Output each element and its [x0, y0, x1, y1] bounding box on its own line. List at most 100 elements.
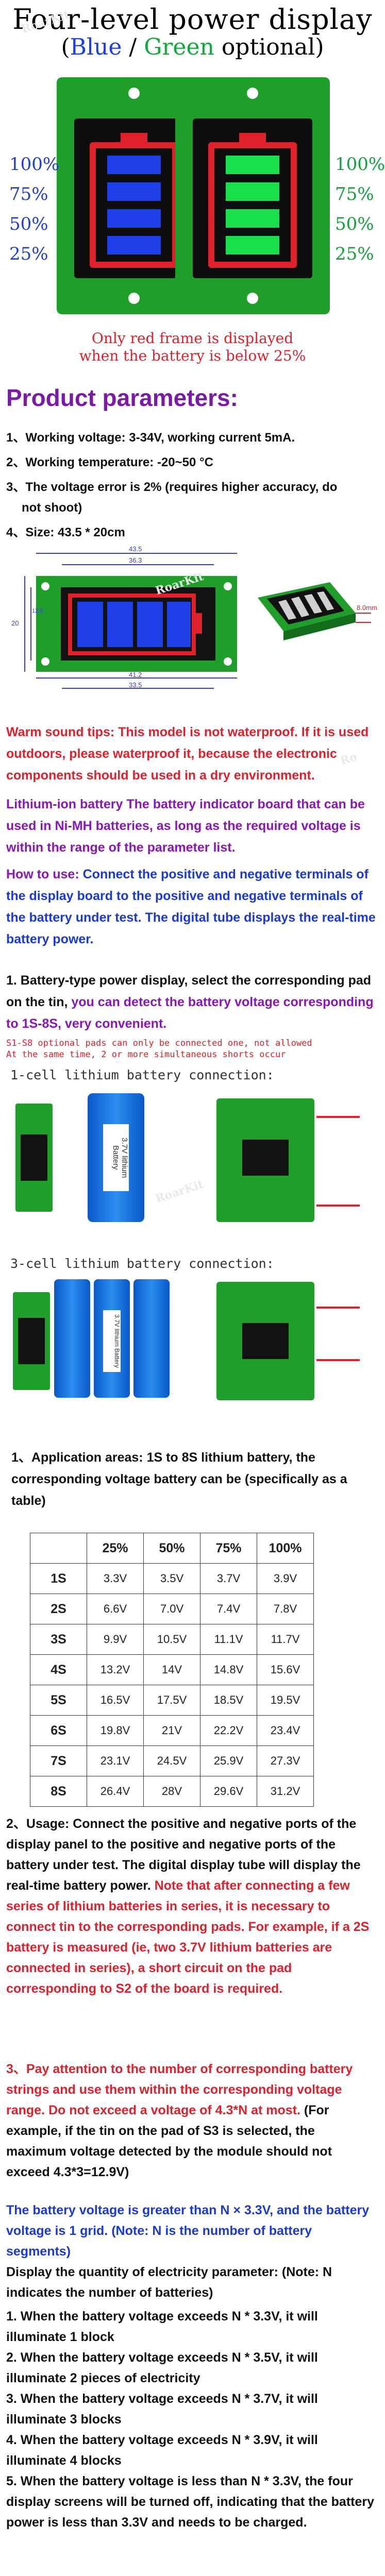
table-row: 8S 26.4V 28V 29.6V 31.2V [30, 1776, 314, 1807]
level-label: 25% [335, 244, 374, 264]
dim-top-outer: 43.5 [129, 545, 142, 553]
board-back [216, 1282, 314, 1400]
dim-left-inner: 12.5 [32, 608, 43, 614]
section1-highlight: you can detect the battery voltage corre… [6, 995, 374, 1031]
dim-top-inner: 36.3 [129, 556, 142, 564]
table-cell: 2S [30, 1594, 87, 1624]
pad-warning-note: S1-S8 optional pads can only be connecte… [6, 1038, 312, 1060]
table-header-cell [30, 1533, 87, 1564]
table-row: 2S 6.6V 7.0V 7.4V 7.8V [30, 1594, 314, 1624]
param-item: 4、Size: 43.5 * 20cm [6, 526, 125, 539]
mount-hole [247, 293, 258, 304]
voltage-table: 25% 50% 75% 100% 1S 3.3V 3.5V 3.7V 3.9V … [30, 1533, 314, 1807]
table-cell: 14V [143, 1654, 200, 1685]
photo-3cell: 3.7V lithium Battery [10, 1277, 371, 1405]
dim-bottom-inner: 33.5 [129, 681, 142, 689]
table-cell: 8S [30, 1776, 87, 1807]
howto-tip: How to use: Connect the positive and neg… [6, 863, 378, 950]
table-cell: 25.9V [200, 1745, 257, 1776]
applications-text: 1、Application areas: 1S to 8S lithium ba… [11, 1450, 347, 1508]
usage-p2: 3、Pay attention to the number of corresp… [6, 2059, 378, 2182]
table-cell: 13.2V [87, 1654, 144, 1685]
usage-p1: 2、Usage: Connect the positive and negati… [6, 1814, 378, 1999]
level-labels-left: 100% 75% 50% 25% [9, 149, 59, 269]
table-cell: 28V [143, 1776, 200, 1807]
level-labels-right: 100% 75% 50% 25% [335, 149, 385, 269]
table-cell: 7.4V [200, 1594, 257, 1624]
section1-lead-text: 1. Battery-type power display, select th… [6, 973, 372, 1009]
list-item: 5. When the battery voltage is less than… [6, 2474, 375, 2530]
lithium-lead: Lithium-ion battery [6, 797, 123, 811]
table-cell: 15.6V [257, 1654, 314, 1685]
note-line: when the battery is below 25% [79, 347, 306, 364]
level-bar-50 [107, 209, 161, 228]
table-cell: 3.9V [257, 1563, 314, 1594]
table-cell: 23.4V [257, 1715, 314, 1746]
arrow-icon [316, 1307, 360, 1309]
table-cell: 7S [30, 1745, 87, 1776]
subtitle-blue: Blue [70, 34, 122, 60]
list-item: 3. When the battery voltage exceeds N * … [6, 2392, 318, 2427]
param-item: not shoot) [22, 501, 82, 515]
battery-cell: 3.7V lithium Battery [88, 1093, 144, 1222]
section1-lead: 1. Battery-type power display, select th… [6, 970, 378, 1035]
mount-hole [128, 88, 140, 99]
howto-lead: How to use: [6, 867, 79, 882]
dim-bottom-outer: 41.2 [129, 671, 142, 679]
battery-cap [239, 133, 266, 142]
caption-3cell: 3-cell lithium battery connection: [10, 1256, 274, 1271]
table-header-cell: 75% [200, 1533, 257, 1564]
level-label: 100% [335, 154, 385, 175]
table-cell: 16.5V [87, 1685, 144, 1716]
param-item: 3、The voltage error is 2% (requires high… [6, 480, 338, 494]
battery-label: 3.7V lithium Battery [103, 1124, 129, 1191]
howto-rest: Connect the positive and negative termin… [6, 867, 376, 946]
level-label: 75% [9, 184, 48, 205]
level-bar-25 [226, 236, 279, 255]
dimension-drawing: 43.5 36.3 41.2 33.5 20 12.5 8.0mm [0, 536, 385, 696]
table-cell: 18.5V [200, 1685, 257, 1716]
battery-red-frame [208, 142, 297, 268]
table-cell: 14.8V [200, 1654, 257, 1685]
level-label: 25% [9, 244, 48, 264]
table-cell: 17.5V [143, 1685, 200, 1716]
level-bar-100 [107, 156, 161, 174]
table-header-cell: 50% [143, 1533, 200, 1564]
battery-red-frame [90, 142, 178, 268]
green-display-module [175, 77, 330, 314]
table-cell: 29.6V [200, 1776, 257, 1807]
note-line: At the same time, 2 or more simultaneous… [6, 1049, 286, 1060]
level-bar-25 [107, 236, 161, 255]
dim-side-depth: 8.0mm [357, 604, 377, 612]
table-header-cell: 100% [257, 1533, 314, 1564]
table-cell: 19.8V [87, 1715, 144, 1746]
usage-p2-example: (For example, if the tin on the pad of S… [6, 2103, 332, 2179]
subtitle-green: Green [144, 34, 214, 60]
table-header-row: 25% 50% 75% 100% [30, 1533, 314, 1564]
level-label: 100% [9, 154, 60, 175]
board-front [13, 1292, 50, 1390]
table-cell: 1S [30, 1563, 87, 1594]
table-row: 4S 13.2V 14V 14.8V 15.6V [30, 1654, 314, 1685]
red-frame-note: Only red frame is displayed when the bat… [0, 330, 385, 365]
table-cell: 26.4V [87, 1776, 144, 1807]
table-cell: 10.5V [143, 1624, 200, 1655]
lithium-tip: Lithium-ion battery The battery indicato… [6, 793, 378, 858]
battery-cell [54, 1279, 90, 1398]
board-back [216, 1098, 314, 1222]
table-cell: 23.1V [87, 1745, 144, 1776]
level-bar-50 [226, 209, 279, 228]
warm-tip: Warm sound tips: This model is not water… [6, 725, 369, 783]
table-header-cell: 25% [87, 1533, 144, 1564]
table-cell: 4S [30, 1654, 87, 1685]
param-item: 1、Working voltage: 3-34V, working curren… [6, 431, 295, 445]
table-cell: 22.2V [200, 1715, 257, 1746]
mount-hole [247, 88, 258, 99]
table-cell: 7.0V [143, 1594, 200, 1624]
usage-p3: The battery voltage is greater than N × … [6, 2203, 370, 2259]
lithium-rest: The battery indicator board that can be … [6, 797, 365, 855]
list-item: 4. When the battery voltage exceeds N * … [6, 2433, 318, 2468]
usage-p1-example: For example, if a 2S battery is measured… [6, 1920, 370, 1996]
table-row: 6S 19.8V 21V 22.2V 23.4V [30, 1715, 314, 1746]
usage-p1-text: 2、Usage: Connect the positive and negati… [6, 1817, 361, 1893]
